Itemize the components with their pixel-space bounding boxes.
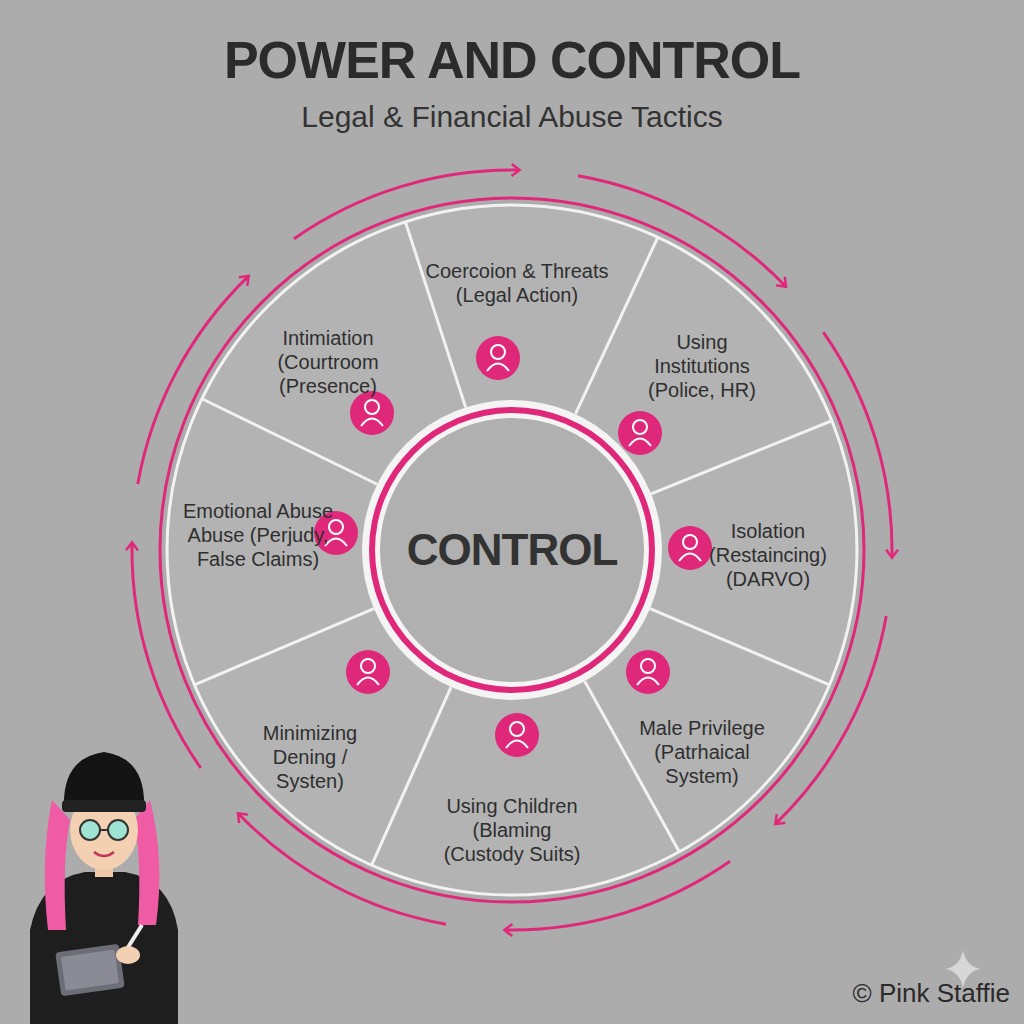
icon-disc (495, 713, 539, 757)
wheel-disc (167, 205, 857, 895)
spoke (585, 681, 680, 852)
tactic-icon (668, 526, 712, 570)
icon-head (329, 520, 343, 534)
center-label: CONTROL (407, 525, 618, 575)
icon-head (683, 535, 697, 549)
outer-ring (160, 198, 864, 902)
icon-head (361, 659, 375, 673)
icon-head (365, 400, 379, 414)
icon-body (637, 678, 659, 686)
wheel-segment: Using Children (Blaming (Custody Suits) (430, 792, 595, 868)
tactic-label: Minimizing Dening / Systen) (247, 721, 373, 793)
icon-body (357, 678, 379, 686)
copyright: © Pink Staffie (853, 978, 1010, 1009)
tactic-label: Isolation (Restaincing) (DARVO) (703, 519, 834, 591)
inner-disc (380, 418, 644, 682)
cycle-arrow (776, 616, 886, 823)
tactic-icon (350, 391, 394, 435)
wheel-segment: Male Privilege (Patrhaical System) (625, 714, 780, 790)
tactic-label: Using Institutions (Police, HR) (634, 330, 770, 402)
icon-disc (350, 391, 394, 435)
tactic-label: Intimiation (Courtroom (Presence) (260, 326, 396, 398)
spoke (650, 609, 829, 685)
cycle-arrows (132, 170, 892, 930)
tactic-label: Using Children (Blaming (Custody Suits) (432, 794, 593, 866)
artist-figure (30, 752, 178, 1024)
icon-body (679, 554, 701, 562)
wheel-segment: Intimiation (Courtroom (Presence) (258, 324, 398, 400)
inner-pink (369, 407, 655, 693)
cycle-arrow (239, 814, 446, 924)
icon-disc (346, 650, 390, 694)
wheel-segment: Coercoion & Threats (Legal Action) (410, 257, 625, 309)
cycle-arrow (138, 277, 248, 484)
title: POWER AND CONTROL (224, 30, 800, 90)
wheel-segment: Minimizing Dening / Systen) (245, 719, 375, 795)
icon-head (633, 420, 647, 434)
tactic-label: Male Privilege (Patrhaical System) (627, 716, 778, 788)
tactic-icon (495, 713, 539, 757)
cycle-arrow (294, 170, 519, 239)
spoke (372, 687, 451, 865)
icon-head (641, 659, 655, 673)
spoke (651, 421, 832, 494)
icon-body (506, 741, 528, 749)
wheel-segment: Emotional Abuse Abuse (Perjudy, False Cl… (171, 497, 346, 573)
tactic-label: Emotional Abuse Abuse (Perjudy, False Cl… (173, 499, 344, 571)
spoke (405, 222, 465, 407)
inner-white-2 (375, 413, 649, 687)
cycle-arrow (132, 543, 201, 768)
cycle-arrow (578, 176, 785, 286)
icon-head (510, 722, 524, 736)
tactic-icon (626, 650, 670, 694)
cycle-arrow (505, 861, 730, 930)
center-circle: CONTROL (382, 420, 642, 680)
icon-disc (618, 411, 662, 455)
inner-white (362, 400, 662, 700)
icon-disc (626, 650, 670, 694)
cycle-arrow (823, 332, 892, 557)
icon-head (491, 345, 505, 359)
tactic-label: Coercoion & Threats (Legal Action) (412, 259, 623, 307)
subtitle: Legal & Financial Abuse Tactics (301, 100, 722, 134)
icon-disc (668, 526, 712, 570)
icon-body (629, 439, 651, 447)
wheel-segment: Using Institutions (Police, HR) (632, 328, 772, 404)
icon-body (487, 364, 509, 372)
tactic-icon (476, 336, 520, 380)
wheel-segment: Isolation (Restaincing) (DARVO) (701, 517, 836, 593)
icon-body (361, 419, 383, 427)
tactic-icon (346, 650, 390, 694)
tactic-icon (618, 411, 662, 455)
icon-disc (476, 336, 520, 380)
